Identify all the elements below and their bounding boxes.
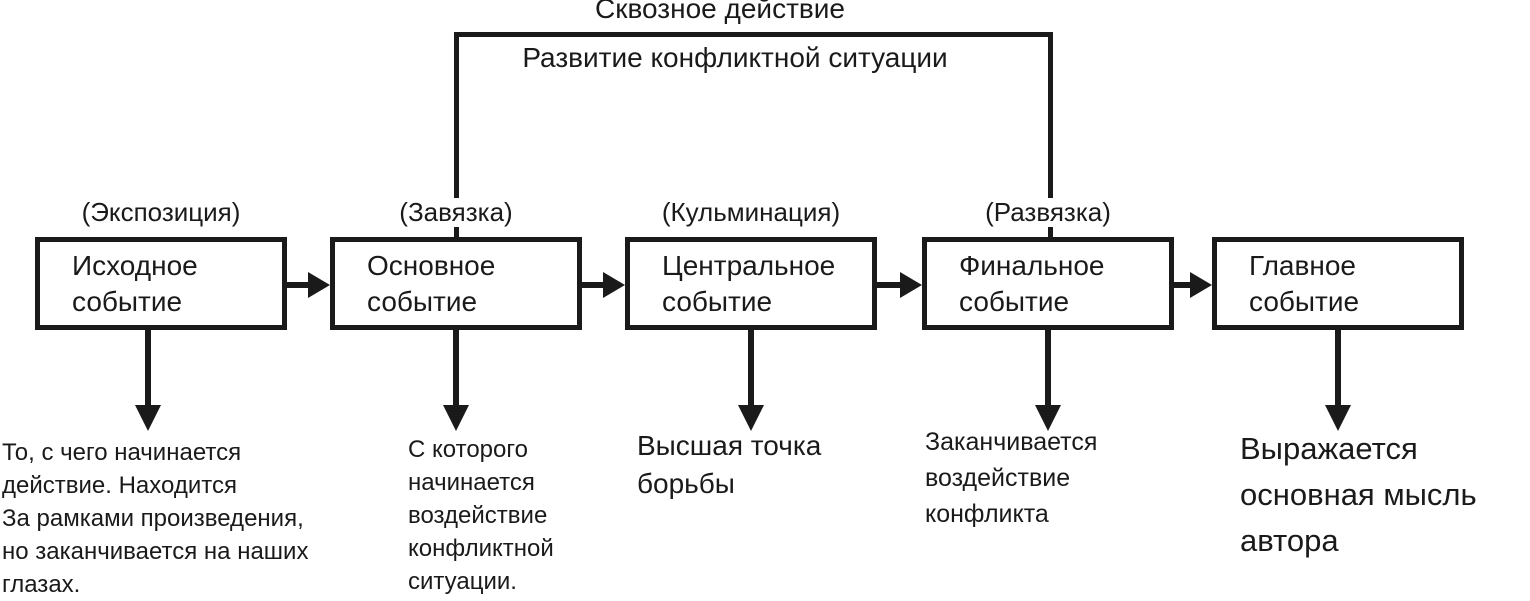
arrow-head (900, 272, 922, 298)
central-event-box: Центральное событие (625, 237, 877, 330)
arrow-head (1325, 405, 1351, 431)
arrow-shaft (748, 330, 754, 407)
arrow-right-icon (1174, 272, 1212, 298)
arrow-shaft (145, 330, 151, 407)
arrow-head (308, 272, 330, 298)
arrow-shaft (1174, 282, 1196, 288)
final-event-box: Финальное событие (922, 237, 1174, 330)
arrow-shaft (453, 330, 459, 407)
arrow-head (738, 405, 764, 431)
bracket-right-tick (1048, 227, 1053, 237)
arrow-head (443, 405, 469, 431)
arrow-shaft (582, 282, 609, 288)
main-event-box: Главное событие (1212, 237, 1464, 330)
arrow-down-icon (1325, 330, 1351, 431)
description-final-event: Заканчивается воздействие конфликта (925, 428, 1098, 528)
stage-label-denouement: (Развязка) (985, 197, 1111, 227)
bracket-right-line (1048, 32, 1053, 198)
description-basic-event: С которого начинается воздействие конфли… (408, 436, 554, 595)
conflict-development-label: Развитие конфликтной ситуации (522, 42, 948, 73)
description-central-event: Высшая точка борьбы (637, 430, 822, 499)
arrow-shaft (877, 282, 906, 288)
stage-label-exposition: (Экспозиция) (81, 197, 241, 227)
stage-label-inciting-incident: (Завязка) (399, 197, 513, 227)
arrow-right-icon (877, 272, 922, 298)
arrow-head (1190, 272, 1212, 298)
arrow-shaft (1335, 330, 1341, 407)
bracket-left-tick (454, 227, 459, 237)
arrow-down-icon (443, 330, 469, 431)
arrow-right-icon (582, 272, 625, 298)
description-initial-event: То, с чего начинается действие. Находитс… (2, 439, 309, 598)
bracket-top-line (454, 32, 1053, 37)
bracket-left-line (454, 32, 459, 198)
description-main-event: Выражается основная мысль автора (1240, 431, 1477, 558)
arrow-down-icon (738, 330, 764, 431)
basic-event-box: Основное событие (330, 237, 582, 330)
arrow-down-icon (1035, 330, 1061, 431)
stage-label-climax: (Кульминация) (661, 197, 841, 227)
arrow-shaft (287, 282, 314, 288)
arrow-down-icon (135, 330, 161, 431)
arrow-shaft (1045, 330, 1051, 407)
arrow-head (135, 405, 161, 431)
arrow-head (1035, 405, 1061, 431)
through-action-label: Сквозное действие (595, 0, 845, 24)
initial-event-box: Исходное событие (35, 237, 287, 330)
arrow-head (603, 272, 625, 298)
arrow-right-icon (287, 272, 330, 298)
